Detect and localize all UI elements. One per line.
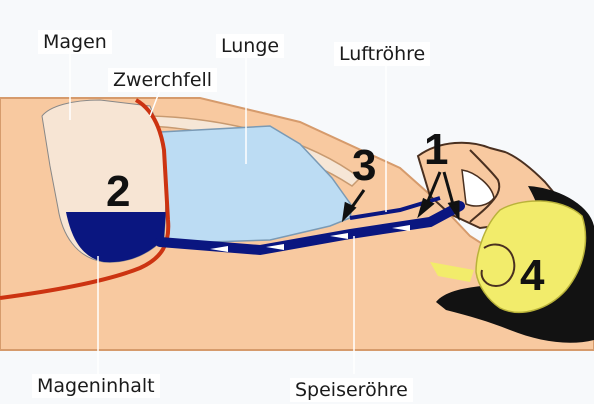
- label-luftroehre: Luftröhre: [334, 42, 430, 66]
- label-zwerchfell: Zwerchfell: [108, 68, 217, 92]
- marker-number-4: 4: [520, 254, 544, 298]
- marker-number-3: 3: [352, 144, 376, 188]
- marker-number-1: 1: [424, 128, 448, 172]
- label-magen: Magen: [38, 30, 112, 54]
- label-lunge: Lunge: [216, 34, 284, 58]
- label-mageninhalt: Mageninhalt: [32, 374, 160, 398]
- marker-number-2: 2: [106, 170, 130, 214]
- label-speiseroehre: Speiseröhre: [290, 378, 413, 402]
